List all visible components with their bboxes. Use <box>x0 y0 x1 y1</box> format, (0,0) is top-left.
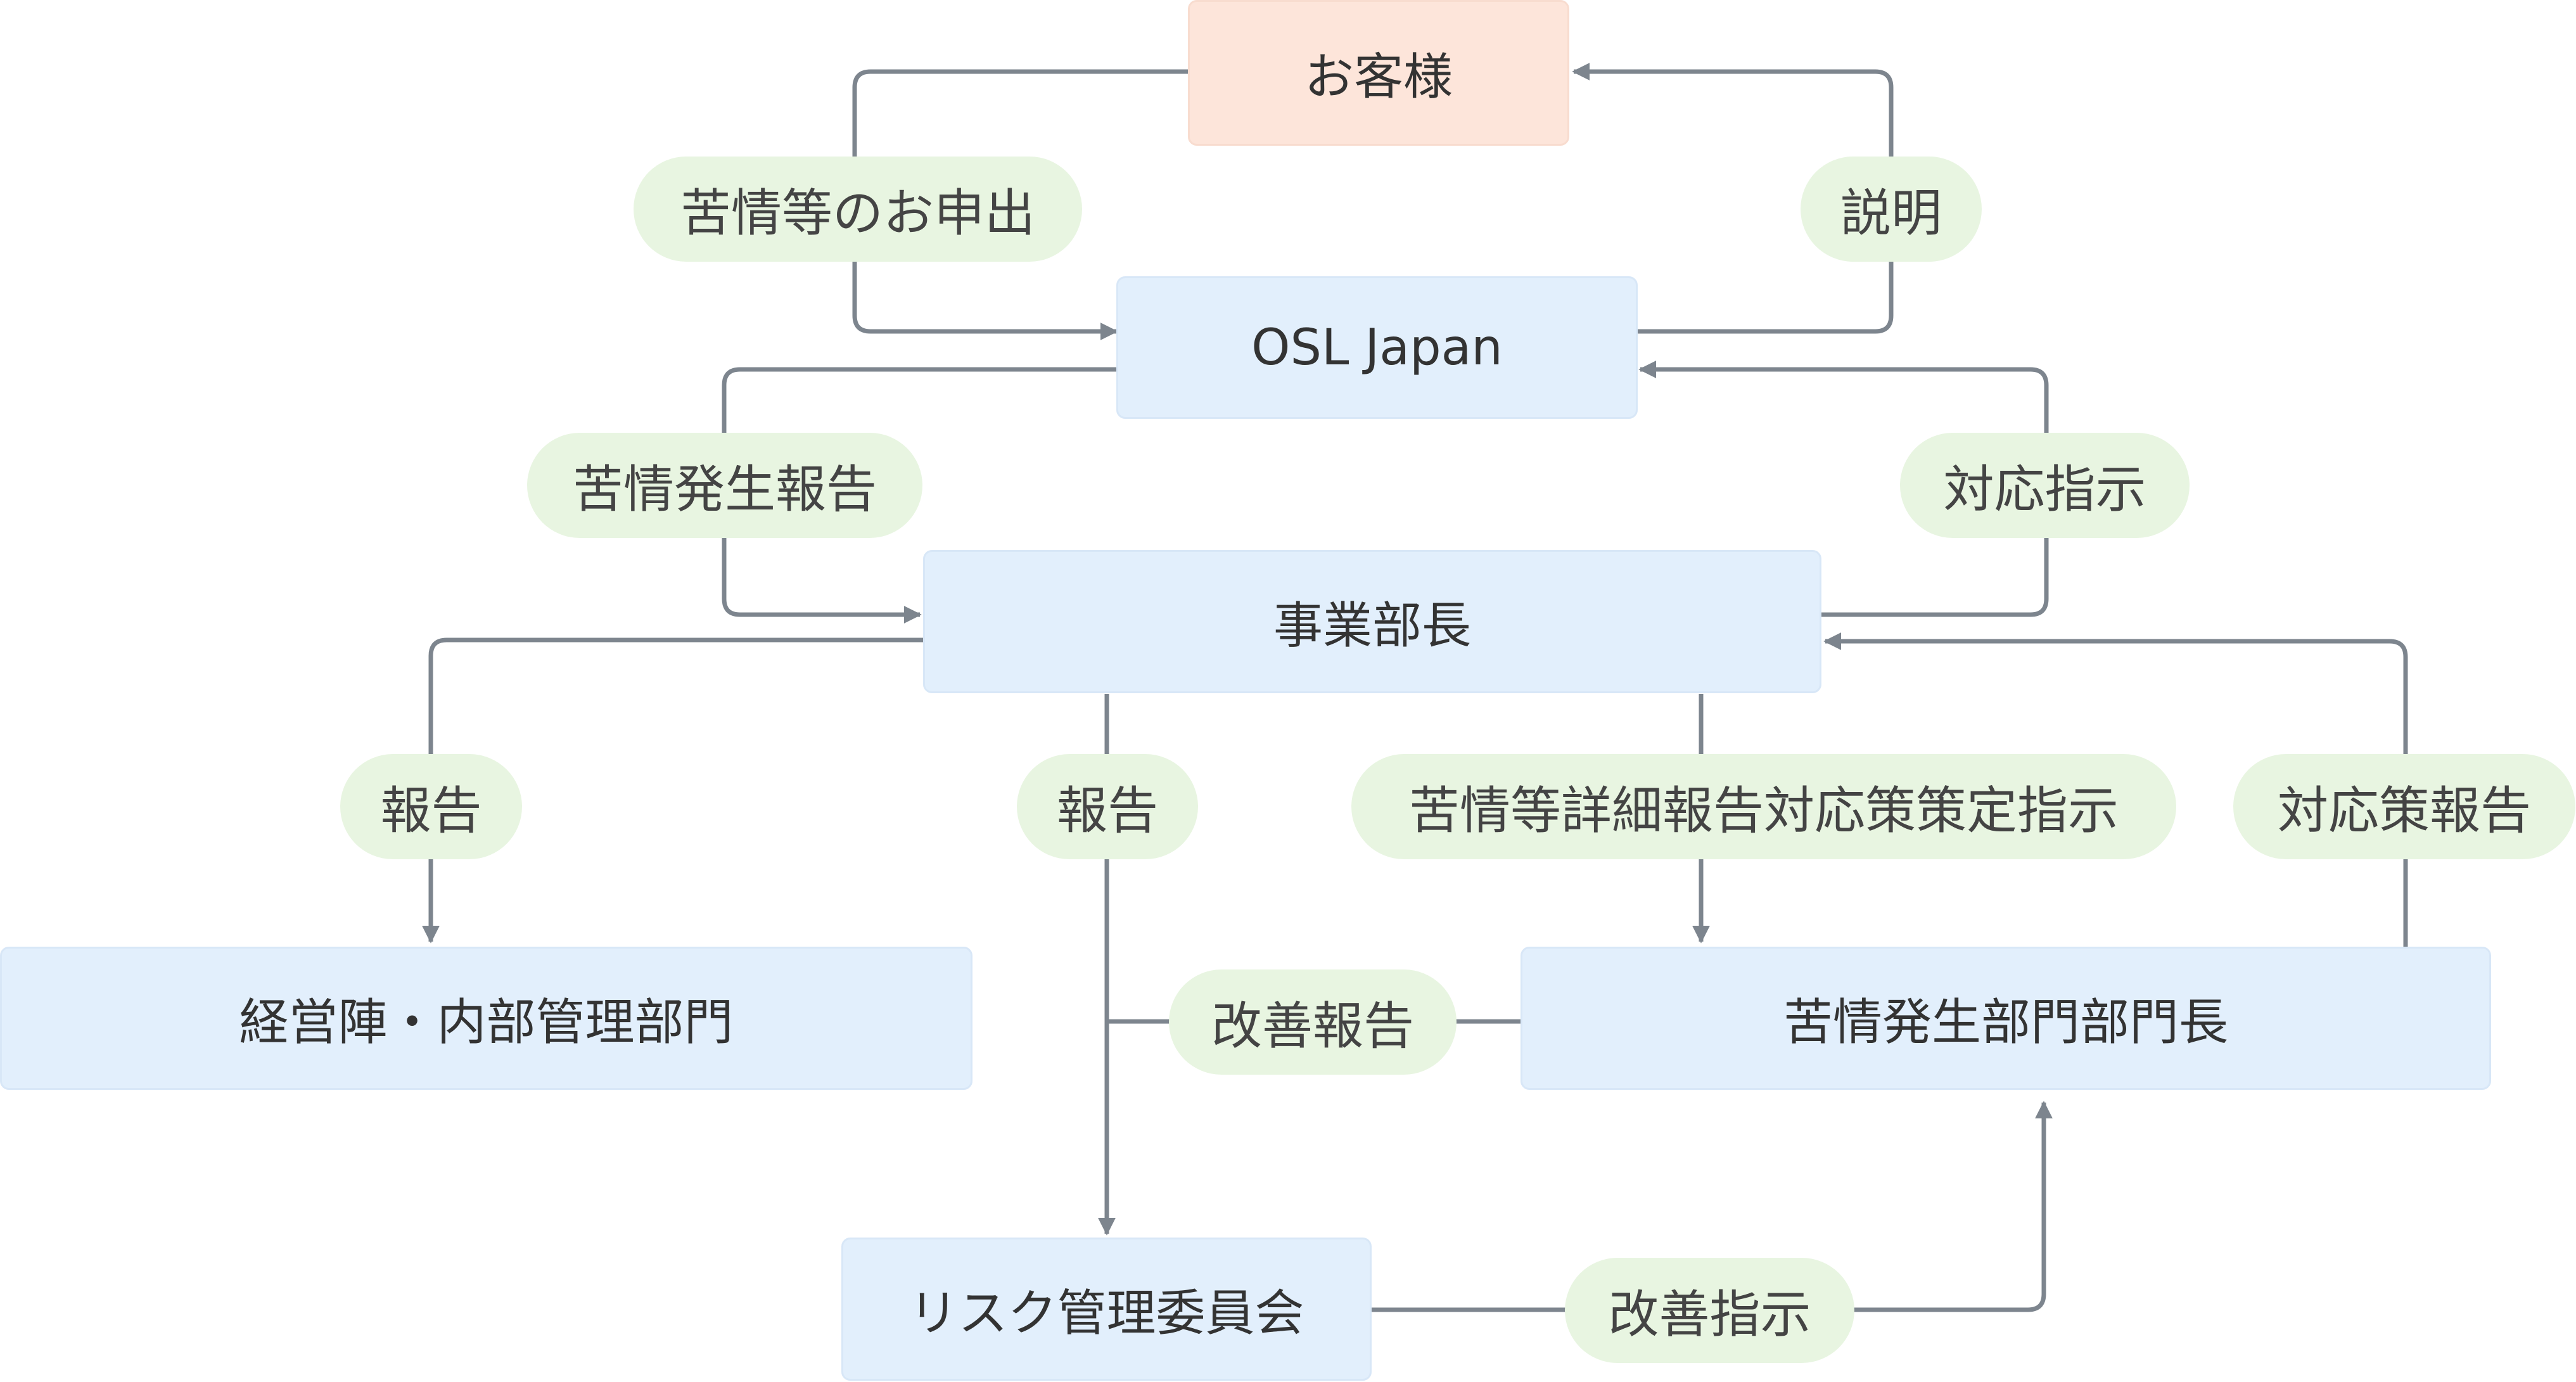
osl-japan-label: OSL Japan <box>1251 319 1503 376</box>
edge-label-complaint-request: 苦情等のお申出 <box>634 157 1082 262</box>
edge-improvement-instruction <box>1372 1101 2053 1312</box>
edge-label-improvement-instruction: 改善指示 <box>1565 1258 1854 1363</box>
management-label: 経営陣・内部管理部門 <box>239 994 734 1051</box>
complaint-dept-head-label: 苦情発生部門部門長 <box>1783 994 2228 1051</box>
edge-measure-report <box>1823 632 2408 947</box>
customer-node: お客様 <box>1188 0 1569 146</box>
osl-japan-node: OSL Japan <box>1116 276 1638 419</box>
customer-label: お客様 <box>1304 49 1453 106</box>
edge-label-report-left: 報告 <box>340 754 522 859</box>
risk-committee-label: リスク管理委員会 <box>909 1285 1304 1342</box>
edge-label-improvement-report: 改善報告 <box>1169 969 1457 1075</box>
edge-label-detail-instruction: 苦情等詳細報告対応策策定指示 <box>1351 754 2176 859</box>
edge-label-complaint-report: 苦情発生報告 <box>527 433 922 538</box>
complaint-dept-head-node: 苦情発生部門部門長 <box>1521 947 2491 1090</box>
edge-label-response-instruction: 対応指示 <box>1900 433 2190 538</box>
edge-report-left <box>422 637 923 944</box>
management-node: 経営陣・内部管理部門 <box>0 947 972 1090</box>
risk-committee-node: リスク管理委員会 <box>841 1238 1372 1381</box>
edge-label-measure-report: 対応策報告 <box>2233 754 2575 859</box>
edge-label-explanation: 説明 <box>1801 157 1982 262</box>
edge-label-report-center: 報告 <box>1017 754 1198 859</box>
business-head-label: 事業部長 <box>1273 598 1471 655</box>
business-head-node: 事業部長 <box>923 550 1821 693</box>
